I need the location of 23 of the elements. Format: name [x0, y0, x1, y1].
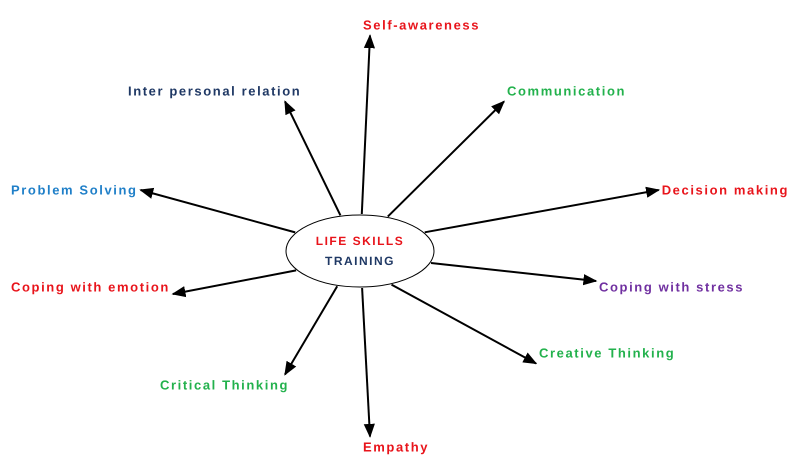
center-ellipse — [285, 214, 435, 288]
skill-label: Coping with stress — [599, 280, 744, 294]
skill-label: Self-awareness — [363, 18, 480, 32]
arrow — [430, 262, 598, 286]
skill-label: Critical Thinking — [160, 378, 290, 392]
skill-label: Communication — [507, 84, 626, 98]
center-subtitle: TRAINING — [325, 253, 395, 270]
skill-label: Problem Solving — [11, 182, 138, 198]
skill-label: Inter personal relation — [128, 84, 302, 98]
center-title: LIFE SKILLS — [316, 233, 404, 250]
skill-label: Creative Thinking — [539, 346, 676, 360]
arrow — [172, 269, 296, 298]
skill-label: Decision making — [662, 182, 789, 198]
arrow — [424, 186, 660, 234]
arrow — [387, 100, 505, 218]
arrow — [360, 34, 376, 214]
arrow — [139, 188, 296, 234]
arrow — [391, 284, 538, 364]
skill-label: Empathy — [363, 440, 430, 454]
skill-label: Coping with emotion — [11, 280, 170, 294]
arrow — [361, 288, 375, 438]
arrow — [284, 100, 342, 216]
arrow — [284, 286, 338, 376]
